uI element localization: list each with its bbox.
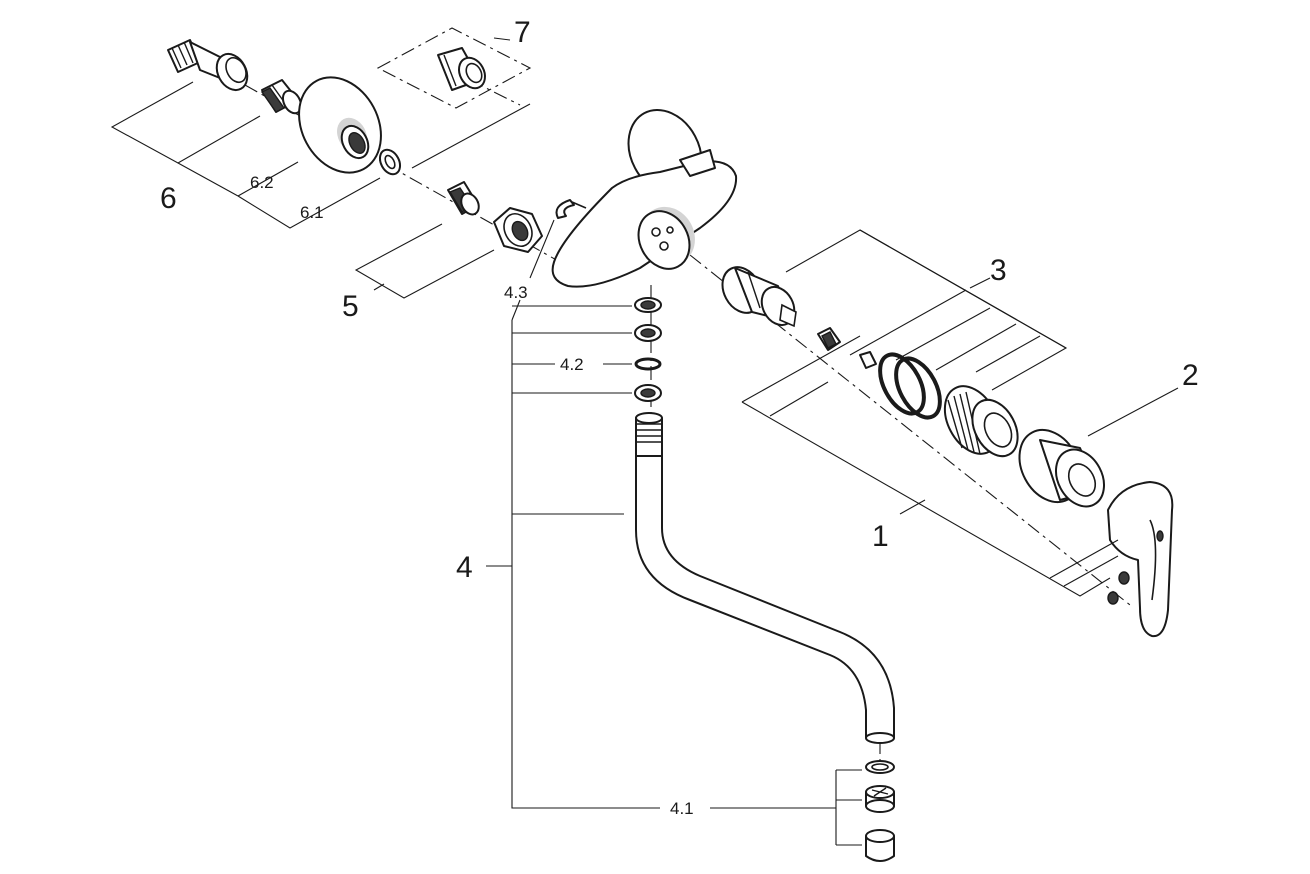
o-rings (878, 352, 942, 420)
label-4: 4 (456, 551, 473, 584)
cartridge (721, 266, 797, 328)
label-4-2: 4.2 (560, 355, 584, 374)
threaded-bushing (943, 385, 1019, 458)
label-3: 3 (990, 254, 1007, 287)
grub-screws (1107, 571, 1130, 605)
lever-handle (1107, 481, 1174, 638)
leader-lines (110, 37, 1179, 846)
nipple (260, 79, 303, 115)
wall-rosette (298, 76, 382, 174)
label-5: 5 (342, 290, 359, 323)
label-7: 7 (514, 16, 531, 49)
label-6-1: 6.1 (300, 203, 324, 222)
s-spout (635, 412, 895, 744)
extension-piece-group (376, 27, 532, 109)
label-4-1: 4.1 (670, 799, 694, 818)
aerator-housing (865, 829, 895, 862)
spindle-adapter (817, 327, 877, 369)
label-6: 6 (160, 182, 177, 215)
cap-nut (493, 207, 543, 253)
retaining-clip (555, 199, 587, 219)
s-union-connector (167, 39, 249, 92)
mixer-body (551, 108, 738, 288)
callout-labels: 6 6.2 6.1 7 5 4.3 4.2 4 4.1 3 2 1 (160, 16, 1199, 818)
spout-o-rings (634, 297, 662, 402)
label-4-3: 4.3 (504, 283, 528, 302)
adapter-nut (447, 181, 480, 216)
label-6-2: 6.2 (250, 173, 274, 192)
flat-washer (378, 148, 402, 176)
label-2: 2 (1182, 359, 1199, 392)
label-1: 1 (872, 520, 889, 553)
escutcheon-cap (1018, 428, 1105, 508)
aerator-insert (865, 785, 895, 813)
aerator-washer (865, 760, 895, 774)
